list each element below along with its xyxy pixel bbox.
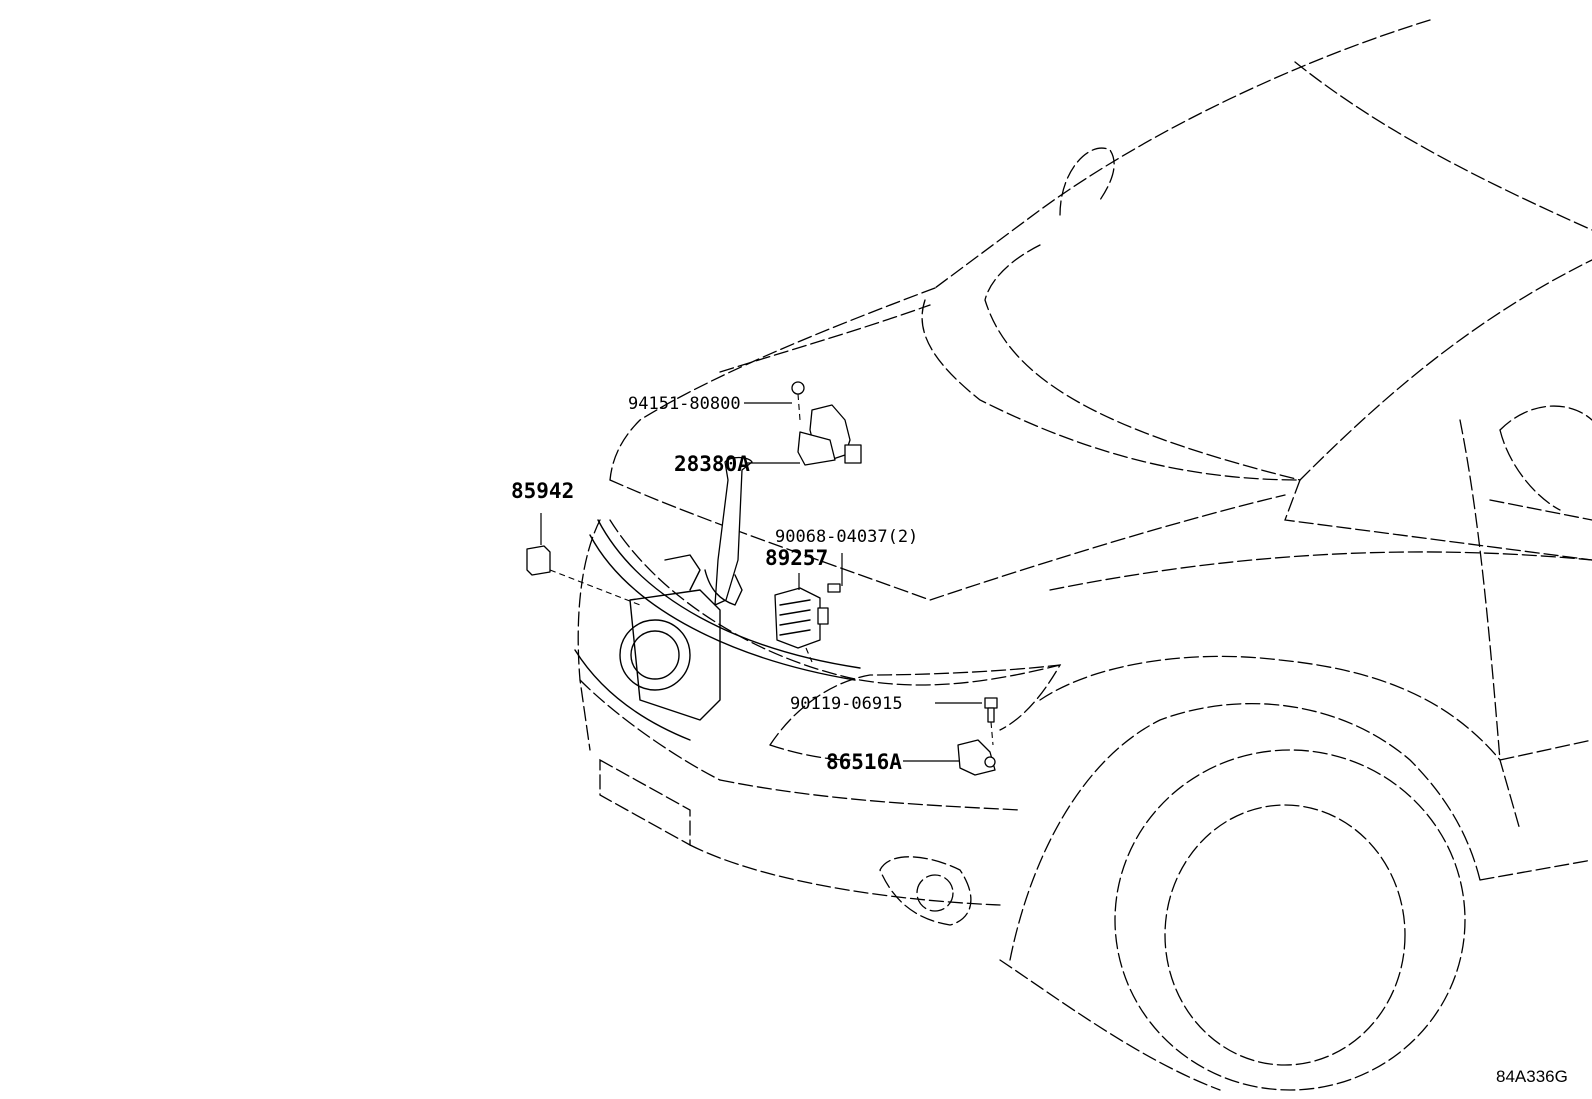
vehicle-outline <box>577 19 1592 1091</box>
callout-85942: 85942 <box>511 479 574 503</box>
drawing-code: 84A336G <box>1496 1067 1568 1086</box>
part-28380A-drawing <box>791 381 862 466</box>
callout-86516A: 86516A <box>826 750 902 774</box>
part-89257-drawing <box>774 583 841 663</box>
part-85942-drawing <box>526 545 641 606</box>
callout-labels: 94151-80800 28380A 85942 90068-04037(2) … <box>511 394 918 774</box>
front-structure <box>574 519 861 741</box>
part-86516A-drawing <box>957 697 998 776</box>
callout-89257: 89257 <box>765 546 828 570</box>
callout-94151-80800: 94151-80800 <box>628 394 741 414</box>
callout-90119-06915: 90119-06915 <box>790 694 903 714</box>
callout-90068-04037: 90068-04037(2) <box>775 527 918 547</box>
callout-28380A: 28380A <box>674 452 750 476</box>
leader-lines <box>540 402 982 762</box>
washer-filler-neck <box>704 456 753 606</box>
